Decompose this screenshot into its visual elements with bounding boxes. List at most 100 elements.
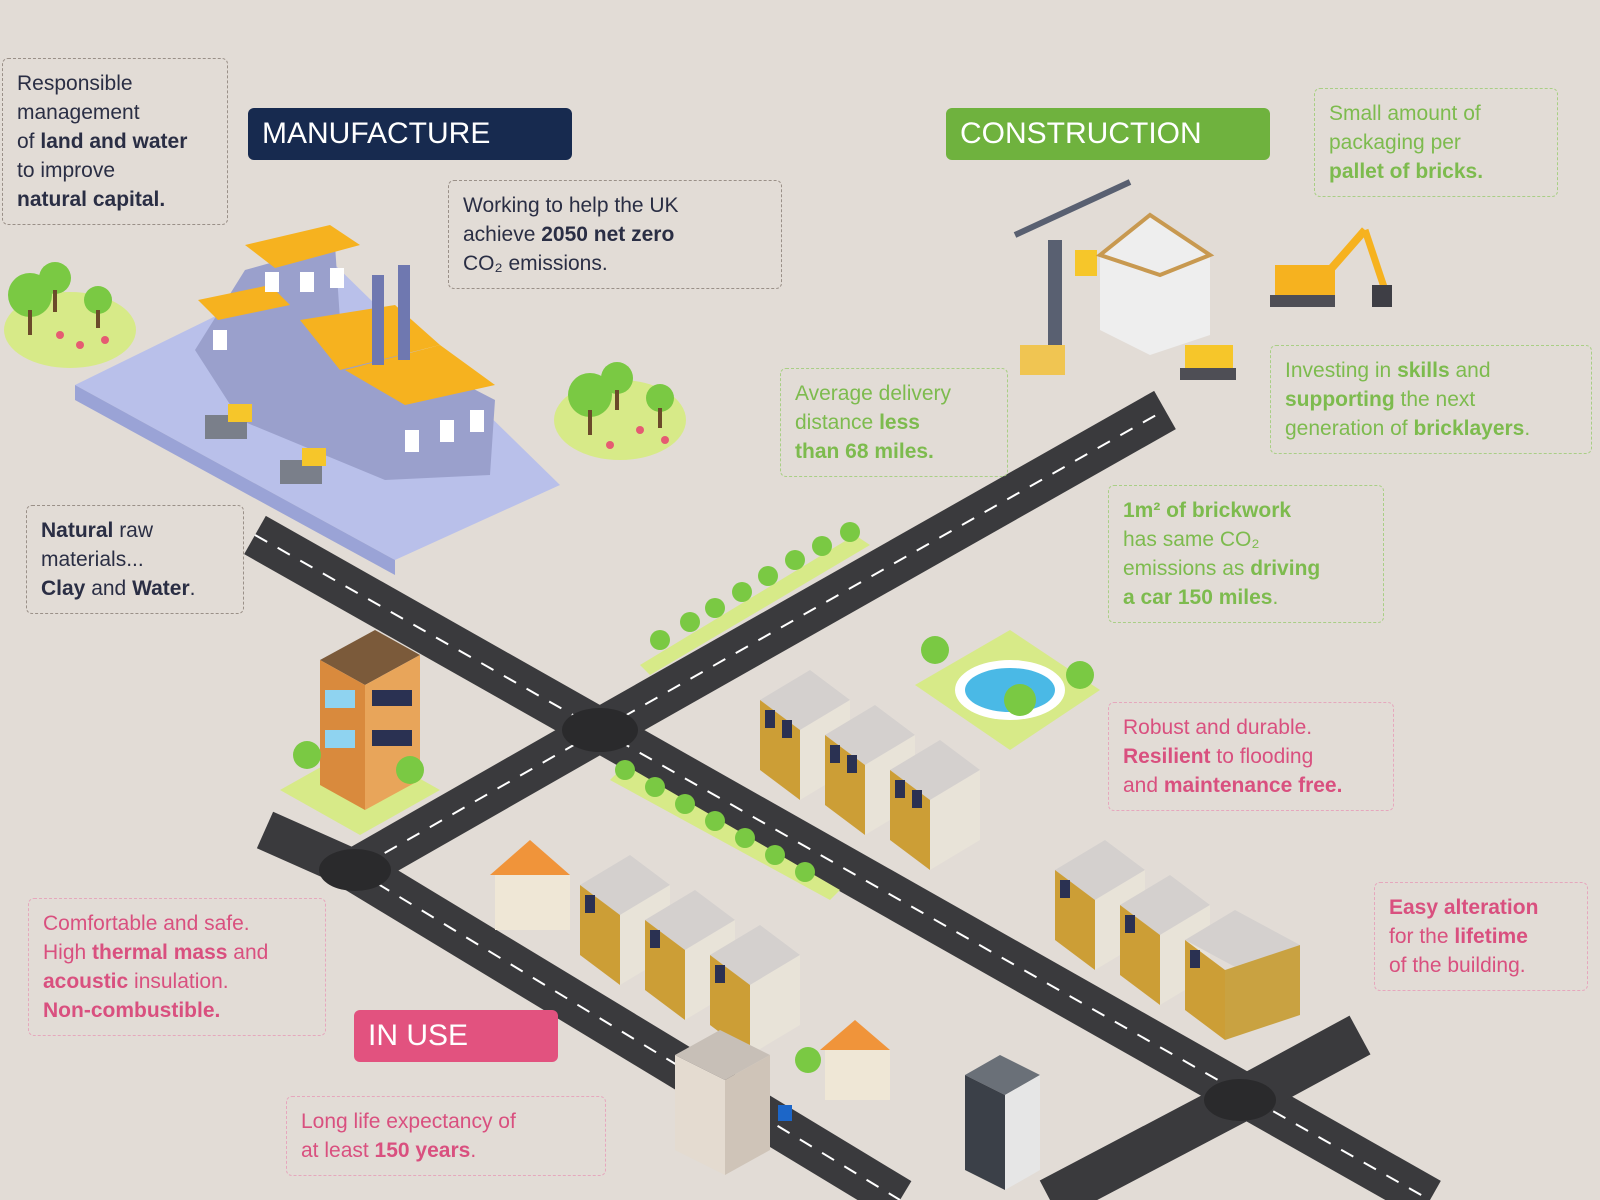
note-text-run: and (85, 577, 133, 600)
note-text-run: Non-combustible. (43, 999, 221, 1022)
note-text-run: thermal mass (92, 941, 228, 964)
road-lower-diagonal (343, 851, 912, 1200)
note-raw-materials: Natural raw materials... Clay and Water. (26, 505, 244, 614)
tree-patch-east-factory (554, 362, 686, 460)
note-text-run: Long life expectancy of (301, 1110, 516, 1133)
note-long-life: Long life expectancy of at least 150 year… (286, 1096, 606, 1176)
terraced-houses-center (760, 670, 980, 870)
note-text-run: and (1123, 774, 1164, 797)
shop-building (675, 1030, 792, 1175)
note-text-run: Responsible (17, 72, 133, 95)
note-text-run: 1m² of brickwork (1123, 499, 1292, 522)
note-text-run: emissions as (1123, 557, 1251, 580)
note-text-run: than 68 miles. (795, 440, 934, 463)
roundabout-center (562, 708, 638, 752)
note-text-run: to flooding (1210, 745, 1314, 768)
road-west (344, 710, 611, 890)
note-robust-durable: Robust and durable. Resilient to flooding… (1108, 702, 1394, 811)
note-text-run: Comfortable and safe. (43, 912, 250, 935)
note-text-run: natural capital. (17, 188, 166, 211)
terraced-houses-east (1055, 840, 1300, 1040)
note-text-run: Working to help the UK (463, 194, 679, 217)
note-text-run: CO₂ emissions. (463, 252, 608, 275)
tree-row-upper-road (640, 522, 870, 675)
note-text-run: pallet of bricks. (1329, 160, 1484, 183)
factory-illustration (75, 225, 560, 575)
note-text-run: maintenance free. (1163, 774, 1343, 797)
note-text-run: acoustic (43, 970, 129, 993)
note-text-run: Investing in (1285, 359, 1398, 382)
note-text-run: Small amount of (1329, 102, 1481, 125)
dump-truck-1 (205, 404, 252, 439)
note-text-run: 150 years (374, 1139, 471, 1162)
in-use-stage-label: IN USE (354, 1010, 558, 1062)
note-text-run: . (189, 577, 196, 600)
note-text-run: High (43, 941, 93, 964)
excavator (1270, 227, 1392, 307)
note-text-run: has same CO₂ (1123, 528, 1260, 551)
note-text-run: bricklayers (1413, 417, 1525, 440)
note-text-run: . (1272, 586, 1279, 609)
note-text-run: Easy alteration (1389, 896, 1539, 919)
note-text-run: a car 150 miles (1123, 586, 1273, 609)
note-packaging: Small amount of packaging per pallet of br… (1314, 88, 1558, 197)
apartment-block (280, 630, 440, 835)
note-text-run: . (470, 1139, 477, 1162)
note-comfortable-safe: Comfortable and safe. High thermal mass a… (28, 898, 326, 1036)
note-text-run: Average delivery (795, 382, 952, 405)
house-c3 (1185, 910, 1300, 1040)
swimming-pool-park (915, 630, 1100, 750)
note-text-run: Water (132, 577, 190, 600)
note-text-run: less (879, 411, 920, 434)
note-text-run: driving (1250, 557, 1321, 580)
note-easy-alteration: Easy alteration for the lifetime of the bu… (1374, 882, 1588, 991)
note-text-run: achieve (463, 223, 542, 246)
road-to-construction (589, 390, 1176, 750)
note-land-and-water: Responsible management of land and water to… (2, 58, 228, 225)
office-tower (965, 1055, 1040, 1190)
note-text-run: 2050 net zero (541, 223, 675, 246)
note-text-run: of (17, 130, 41, 153)
note-text-run: the next (1394, 388, 1476, 411)
note-text-run: insulation. (128, 970, 229, 993)
note-text-run: raw (113, 519, 154, 542)
roundabout-west (319, 849, 391, 891)
note-text-run: to improve (17, 159, 116, 182)
note-text-run: for the (1389, 925, 1455, 948)
tree-row-middle-road (610, 760, 840, 900)
tree-patch-northwest (4, 262, 136, 368)
note-net-zero: Working to help the UK achieve 2050 net z… (448, 180, 782, 289)
note-text-run: Resilient (1123, 745, 1211, 768)
note-text-run: materials... (41, 548, 144, 571)
note-text-run: at least (301, 1139, 375, 1162)
construction-site (1013, 179, 1392, 380)
note-text-run: of the building. (1389, 954, 1526, 977)
note-text-run: management (17, 101, 140, 124)
road-network (244, 390, 1441, 1200)
house-a3 (890, 740, 980, 870)
note-text-run: lifetime (1454, 925, 1528, 948)
dump-truck-2 (280, 448, 326, 484)
cottage-orange-roof (490, 840, 570, 930)
small-house-bottom (795, 1020, 890, 1100)
note-text-run: and (227, 941, 269, 964)
terraced-houses-lower (490, 840, 800, 1055)
note-text-run: Clay (41, 577, 86, 600)
note-delivery-distance: Average delivery distance less than 68 mil… (780, 368, 1008, 477)
note-text-run: skills (1397, 359, 1450, 382)
note-text-run: distance (795, 411, 880, 434)
note-text-run: . (1524, 417, 1531, 440)
note-text-run: land and water (40, 130, 188, 153)
note-text-run: generation of (1285, 417, 1414, 440)
note-text-run: packaging per (1329, 131, 1461, 154)
note-brickwork-co2: 1m² of brickwork has same CO₂ emissions as… (1108, 485, 1384, 623)
construction-stage-label: CONSTRUCTION (946, 108, 1270, 160)
manufacture-stage-label: MANUFACTURE (248, 108, 572, 160)
note-text-run: and (1449, 359, 1491, 382)
road-roller (1180, 345, 1236, 380)
note-text-run: Natural (41, 519, 114, 542)
note-text-run: Robust and durable. (1123, 716, 1313, 739)
